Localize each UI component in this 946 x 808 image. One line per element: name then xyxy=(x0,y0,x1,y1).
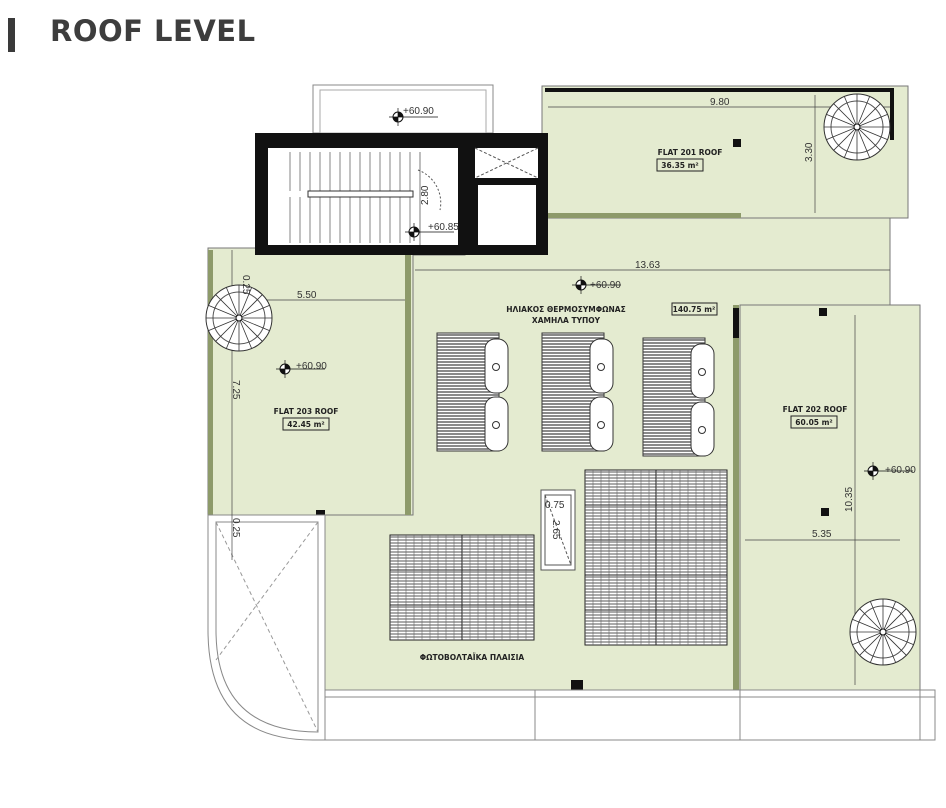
elevation-main-roof: +60.90 xyxy=(590,280,621,291)
dim-flat203-depth: 7.25 xyxy=(230,380,241,400)
top-balcony xyxy=(312,84,494,134)
stair-core xyxy=(255,133,548,255)
flat201-right-wall xyxy=(890,88,894,140)
roof-hatch xyxy=(540,489,576,571)
main-roof-area-value: 140.75 m² xyxy=(673,305,716,314)
pv-panel xyxy=(389,534,463,571)
dim-flat203-top-offset: 0.25 xyxy=(240,275,251,295)
column xyxy=(571,680,583,692)
parapet xyxy=(405,250,411,515)
elevation-stair: +60.85 xyxy=(428,222,459,233)
flat201-top-wall xyxy=(545,88,893,92)
pv-panel xyxy=(389,569,463,606)
dim-stair-depth: 2.80 xyxy=(420,185,431,205)
pv-panel xyxy=(584,609,657,646)
parapet xyxy=(546,213,741,218)
pv-panel xyxy=(461,604,535,641)
parapet xyxy=(733,305,739,690)
title-accent-bar xyxy=(8,18,15,52)
parapet xyxy=(208,250,213,515)
column xyxy=(733,139,741,147)
elevation-marker-icon xyxy=(572,276,621,294)
dim-flat203-bottom-offset: 0.25 xyxy=(230,518,241,538)
dim-hatch-length: 2.65 xyxy=(550,520,561,540)
flat203-label: FLAT 203 ROOF xyxy=(274,407,339,416)
bottom-balcony xyxy=(312,689,936,741)
pv-panel xyxy=(655,574,728,611)
pv-panel xyxy=(655,539,728,576)
pv-panel xyxy=(584,469,657,506)
pv-panel xyxy=(655,609,728,646)
solar-heaters-label-line2: ΧΑΜΗΛΑ ΤΥΠΟΥ xyxy=(532,316,601,325)
pv-panel xyxy=(584,504,657,541)
flat201-area: 36.35 m² xyxy=(661,161,698,170)
pv-panel xyxy=(461,569,535,606)
spiral-stair-icon xyxy=(205,284,273,352)
elevation-marker-icon xyxy=(864,462,913,480)
column xyxy=(733,308,739,338)
dim-flat202-depth: 10.35 xyxy=(844,487,855,512)
elevation-flat202: +60.90 xyxy=(885,465,916,476)
dim-flat203-width: 5.50 xyxy=(297,290,317,301)
dim-flat202-width: 5.35 xyxy=(812,529,832,540)
dim-flat201-depth: 3.30 xyxy=(804,142,815,162)
solar-water-heater-icon xyxy=(642,337,715,457)
parapets xyxy=(208,213,741,690)
elevation-top-balcony: +60.90 xyxy=(403,106,434,117)
pv-panel xyxy=(584,539,657,576)
elevation-marker-icon xyxy=(405,223,454,241)
elevation-flat203: +60.90 xyxy=(296,361,327,372)
flat202-label: FLAT 202 ROOF xyxy=(783,405,848,414)
pv-panels-label: ΦΩΤΟΒΟΛΤΑΪΚΑ ΠΛΑΙΣΙΑ xyxy=(420,653,525,662)
pv-panel xyxy=(461,534,535,571)
elevation-marker-icon xyxy=(276,360,325,378)
pv-panel xyxy=(584,574,657,611)
solar-water-heater-icon xyxy=(541,332,614,452)
page-title: ROOF LEVEL xyxy=(50,14,256,48)
dim-main-width: 13.63 xyxy=(635,260,660,271)
pv-panel xyxy=(655,469,728,506)
column xyxy=(819,308,827,316)
flat202-area: 60.05 m² xyxy=(795,418,832,427)
flat203-area: 42.45 m² xyxy=(287,420,324,429)
dim-hatch-width: 0.75 xyxy=(545,500,565,511)
column xyxy=(821,508,829,516)
pv-panel xyxy=(389,604,463,641)
dim-flat201-width: 9.80 xyxy=(710,97,730,108)
spiral-stair-icon xyxy=(823,93,891,161)
elevation-marker-icon xyxy=(389,108,438,126)
solar-heaters-label-line1: ΗΛΙΑΚΟΣ ΘΕΡΜΟΣΥΜΦΩΝΑΣ xyxy=(506,305,625,314)
spiral-stair-icon xyxy=(849,598,917,666)
pv-panel xyxy=(655,504,728,541)
solar-water-heater-icon xyxy=(436,332,509,452)
flat201-label: FLAT 201 ROOF xyxy=(658,148,723,157)
left-curved-balcony xyxy=(207,514,326,741)
